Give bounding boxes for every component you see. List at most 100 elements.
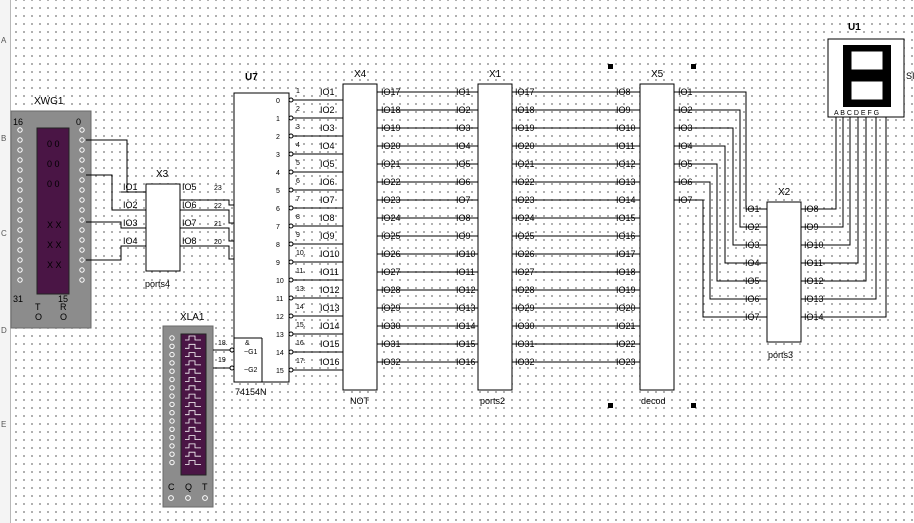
wire bbox=[86, 221, 146, 229]
xwg1-corner-label: 31 bbox=[13, 294, 23, 304]
pin-terminal bbox=[17, 127, 23, 133]
pin-terminal bbox=[17, 187, 23, 193]
pin-label: 6 bbox=[276, 206, 280, 213]
pin-label: IO2 bbox=[123, 200, 138, 210]
pin-label: 11 bbox=[276, 296, 283, 303]
xwg1-corner-label: 15 bbox=[58, 294, 68, 304]
pin-label: 10 bbox=[276, 278, 284, 285]
inverter-bubble bbox=[288, 367, 294, 373]
inverter-bubble bbox=[288, 349, 294, 355]
pin-terminal bbox=[79, 127, 85, 133]
pin-terminal bbox=[169, 451, 175, 457]
pin-terminal bbox=[79, 237, 85, 243]
pin-label: 0 bbox=[276, 98, 280, 105]
seven-segment-u1[interactable]: U1 SI A B C D E F G bbox=[827, 22, 914, 118]
pin-terminal bbox=[17, 217, 23, 223]
u7-ref: U7 bbox=[245, 72, 258, 83]
xla1-pin-column bbox=[168, 335, 208, 501]
subcircuit-x2[interactable]: X2 ports3 IO1IO2IO3IO4IO5IO6IO7IO8IO9IO1… bbox=[745, 187, 824, 360]
waveform-icon bbox=[185, 377, 201, 382]
pin-terminal bbox=[169, 393, 175, 399]
selection-handle[interactable] bbox=[691, 64, 696, 69]
x3-name: ports4 bbox=[145, 279, 170, 289]
subcircuit-x3[interactable]: X3 ports4 IO1IO2IO3IO4IO523AIO622BIO721C… bbox=[123, 169, 245, 289]
pin-number: 16 bbox=[296, 340, 304, 347]
logic-analyzer-xla1[interactable]: XLA1 C Q T bbox=[162, 312, 214, 508]
pin-number: 20 bbox=[214, 239, 222, 246]
pin-terminal bbox=[79, 167, 85, 173]
pin-number: 11. bbox=[296, 268, 305, 275]
pin-number: 5 bbox=[296, 160, 300, 167]
waveform-icon bbox=[185, 451, 201, 457]
selection-handle[interactable] bbox=[608, 64, 613, 69]
u1-ref: U1 bbox=[848, 22, 861, 33]
pin-number: 14 bbox=[296, 304, 304, 311]
pin-label: IO7 bbox=[320, 195, 335, 205]
pin-number: 18. bbox=[218, 340, 228, 347]
inverter-bubble bbox=[288, 115, 294, 121]
subcircuit-x4[interactable]: X4 NOT IO1IO2IO3IO4IO5IO6IO7IO8IO9IO10IO… bbox=[320, 69, 401, 406]
pin-label: IO3 bbox=[320, 123, 335, 133]
waveform-icon bbox=[185, 385, 201, 391]
waveform-icon bbox=[185, 443, 201, 449]
pin-label: 14 bbox=[276, 350, 284, 357]
wire bbox=[180, 245, 234, 260]
pin-label: IO12 bbox=[320, 285, 340, 295]
waveform-icon bbox=[185, 343, 201, 349]
pin-terminal bbox=[79, 247, 85, 253]
xwg1-screen-text: X X bbox=[47, 240, 62, 250]
pin-terminal bbox=[17, 277, 23, 283]
pin-number: 15. bbox=[296, 322, 306, 329]
pin-terminal bbox=[79, 137, 85, 143]
pin-label: IO9 bbox=[320, 231, 335, 241]
wire bbox=[86, 245, 146, 261]
xwg1-bottom-label: O bbox=[60, 312, 67, 322]
xwg1-screen-text: 0 0 bbox=[47, 179, 60, 189]
pin-terminal bbox=[17, 167, 23, 173]
pin-label: IO7 bbox=[182, 218, 197, 228]
xwg1-pin-column bbox=[17, 127, 85, 283]
x1-ref: X1 bbox=[489, 69, 502, 80]
selection-handle[interactable] bbox=[608, 403, 613, 408]
u7-and-symbol: & bbox=[245, 340, 250, 347]
pin-number: 3 bbox=[296, 124, 300, 131]
waveform-icon bbox=[185, 418, 201, 424]
word-generator-xwg1[interactable]: XWG1 16 0 31 15 T O R O 0 0 0 0 0 0 X X … bbox=[10, 96, 92, 329]
xwg1-corner-label: 16 bbox=[13, 117, 23, 127]
pin-number: 17. bbox=[296, 358, 306, 365]
pin-terminal bbox=[169, 368, 175, 374]
inverter-bubble bbox=[288, 97, 294, 103]
u1-pin-labels: A B C D E F G bbox=[834, 110, 879, 117]
pin-label: 1 bbox=[276, 116, 280, 123]
pin-terminal bbox=[17, 207, 23, 213]
wire bbox=[801, 117, 837, 210]
wire bbox=[674, 181, 767, 300]
pin-label: 7 bbox=[276, 224, 280, 231]
x5-ref: X5 bbox=[651, 69, 664, 80]
x2-ref: X2 bbox=[778, 187, 791, 198]
wire bbox=[180, 227, 234, 242]
pin-number: 13. bbox=[296, 286, 306, 293]
pin-label: IO4 bbox=[320, 141, 335, 151]
pin-label: 13 bbox=[276, 332, 284, 339]
xla1-waveform-icons bbox=[185, 335, 201, 465]
selection-handle[interactable] bbox=[691, 403, 696, 408]
pin-label: IO2 bbox=[320, 105, 335, 115]
pin-number: 7 bbox=[296, 196, 300, 203]
subcircuit-x1[interactable]: X1 ports2 IO1IO2IO3IO4IO5IO6IO7IO8IO9IO1… bbox=[456, 69, 535, 406]
waveform-icon bbox=[185, 393, 201, 399]
pin-terminal bbox=[169, 401, 175, 408]
pin-label: ~G1 bbox=[244, 349, 258, 356]
pin-terminal bbox=[79, 187, 85, 193]
xla1-bottom-label: Q bbox=[185, 482, 192, 492]
pin-terminal bbox=[17, 157, 23, 163]
inverter-bubble bbox=[288, 133, 294, 139]
pin-terminal bbox=[169, 410, 175, 416]
decoder-u7[interactable]: U7 74154N & 011223344556677889910.1011.1… bbox=[218, 72, 306, 397]
u1-side-label: SI bbox=[906, 71, 914, 81]
inverter-bubble bbox=[288, 205, 294, 211]
pin-label: IO3 bbox=[123, 218, 138, 228]
wire bbox=[86, 139, 146, 193]
pin-terminal bbox=[17, 257, 23, 263]
